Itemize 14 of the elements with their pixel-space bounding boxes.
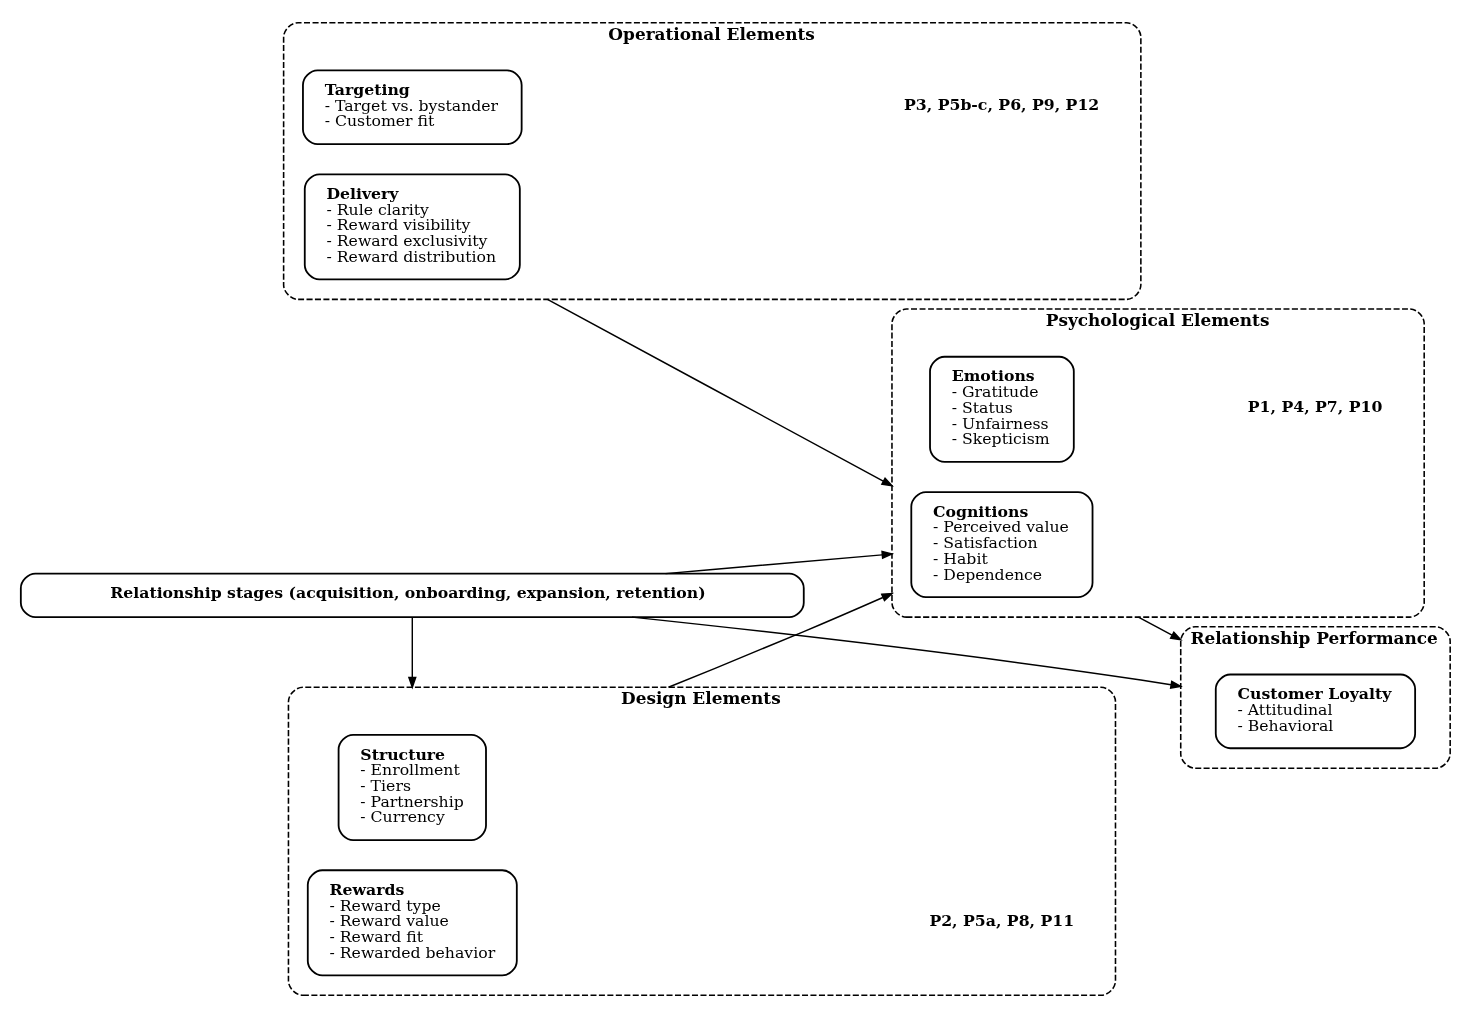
node-box: Cognitions - Perceived value - Satisfaction - Habit - Dependence [909, 491, 1093, 599]
node-box: Delivery - Rule clarity - Reward visibility - Reward exclusivity - Reward distribution [303, 173, 521, 281]
arrow [546, 298, 894, 487]
arrow [630, 616, 1183, 689]
node-box: Structure - Enrollment - Tiers - Partnership - Currency [337, 734, 487, 841]
arrow [407, 616, 417, 690]
arrow [664, 550, 894, 575]
node-box: Rewards - Reward type - Reward value - Reward fit - Rewarded behavior [306, 869, 518, 977]
arrow [1137, 616, 1183, 641]
node-box: Customer Loyalty - Attitudinal - Behavioral [1214, 673, 1416, 750]
node-box: Targeting - Target vs. bystander - Customer fit [301, 69, 523, 146]
node-box: Emotions - Gratitude - Status - Unfairness - Skepticism [928, 355, 1075, 463]
arrow [667, 592, 894, 688]
node-box: Relationship stages (acquisition, onboarding, expansion, retention) [19, 572, 805, 619]
